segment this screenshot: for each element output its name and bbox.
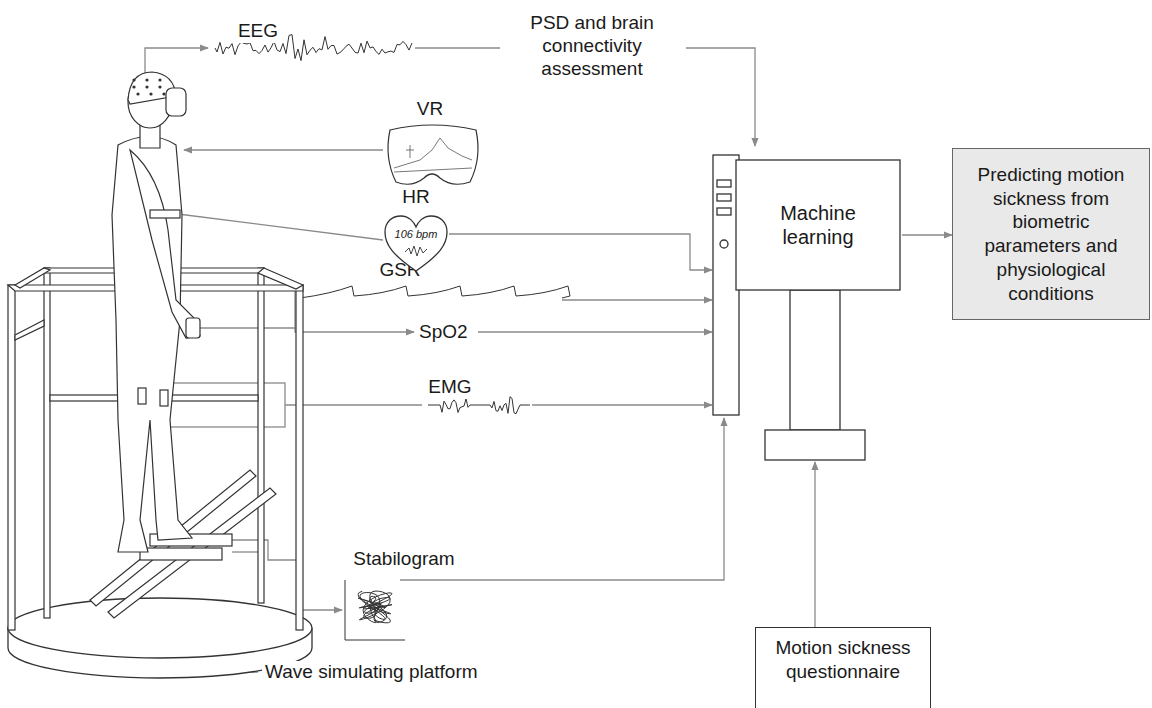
signal-label: Wave simulating platform <box>262 661 481 684</box>
node-text: 106 bpm <box>383 228 449 240</box>
signal-label: EEG <box>235 20 281 43</box>
signal-label: EMG <box>425 376 474 399</box>
signal-label: PSD and brain connectivity assessment <box>504 12 680 80</box>
connector-arrow <box>902 234 952 235</box>
connector-arrow <box>449 234 712 270</box>
computer-node: Machine learning <box>712 150 902 462</box>
heart-node: HR106 bpm <box>383 214 449 274</box>
node-text: Motion sickness questionnaire <box>764 636 922 684</box>
heart-shape <box>383 214 449 274</box>
process-box: Motion sickness questionnaire <box>755 627 931 708</box>
computer-shape <box>712 150 902 462</box>
signal-label: Stabilogram <box>350 548 457 571</box>
node-text: Machine learning <box>736 160 900 290</box>
process-box: Predicting motion sickness from biometri… <box>952 148 1150 320</box>
connector-arrow <box>814 462 815 627</box>
signal-label: SpO2 <box>416 321 471 344</box>
node-text: Predicting motion sickness from biometri… <box>963 163 1139 306</box>
signal-label: VR <box>414 98 446 121</box>
node-text: HR <box>383 186 449 208</box>
